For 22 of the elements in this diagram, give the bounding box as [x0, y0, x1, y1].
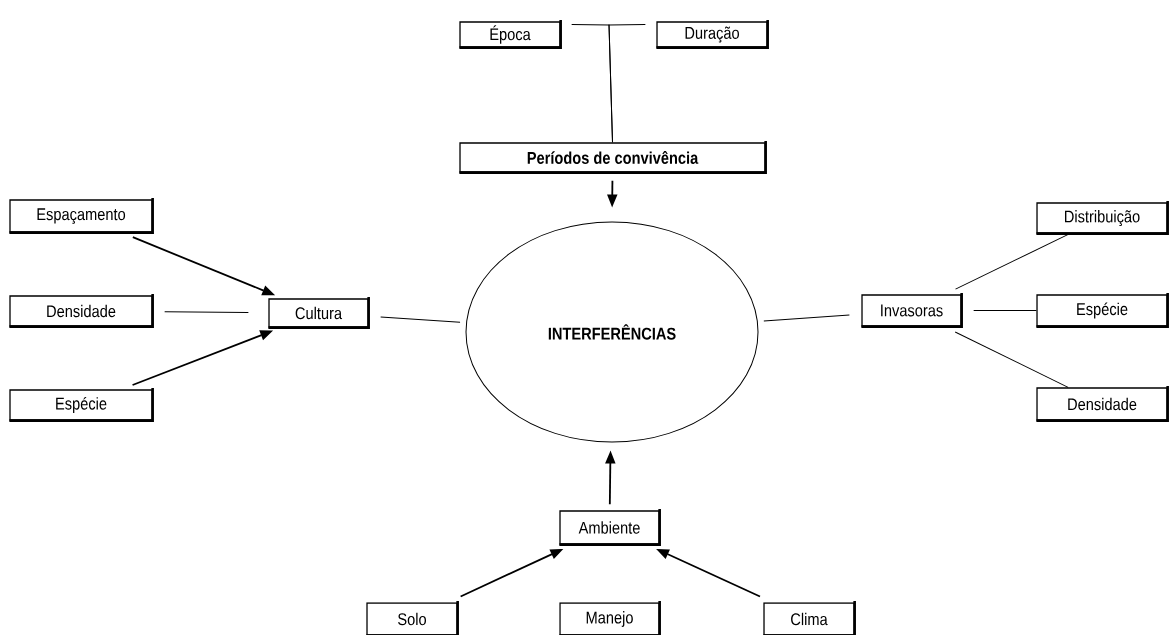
text-box: Época	[459, 20, 562, 49]
text-box: Duração	[656, 20, 769, 49]
text-box: Invasoras	[861, 293, 963, 328]
text-box: Densidade	[1036, 386, 1169, 422]
connector-line	[380, 316, 461, 323]
connector-line	[608, 24, 646, 143]
text-box: Clima	[763, 601, 856, 635]
text-box: Espécie	[1036, 293, 1169, 328]
connector-line	[973, 310, 1037, 311]
text-box: Ambiente	[559, 509, 661, 546]
connector-line	[164, 311, 249, 313]
connector-line	[955, 233, 1071, 290]
text-box: Cultura	[268, 297, 370, 329]
text-box: Distribuição	[1036, 201, 1169, 235]
text-box: Solo	[366, 601, 459, 635]
text-box: Densidade	[9, 294, 154, 328]
text-box: Períodos de convivência	[459, 141, 767, 174]
text-box: Manejo	[559, 601, 661, 635]
connector-line	[954, 331, 1069, 388]
connector-line	[763, 314, 850, 322]
text-box: Espécie	[9, 388, 154, 422]
text-box: Espaçamento	[9, 198, 154, 234]
